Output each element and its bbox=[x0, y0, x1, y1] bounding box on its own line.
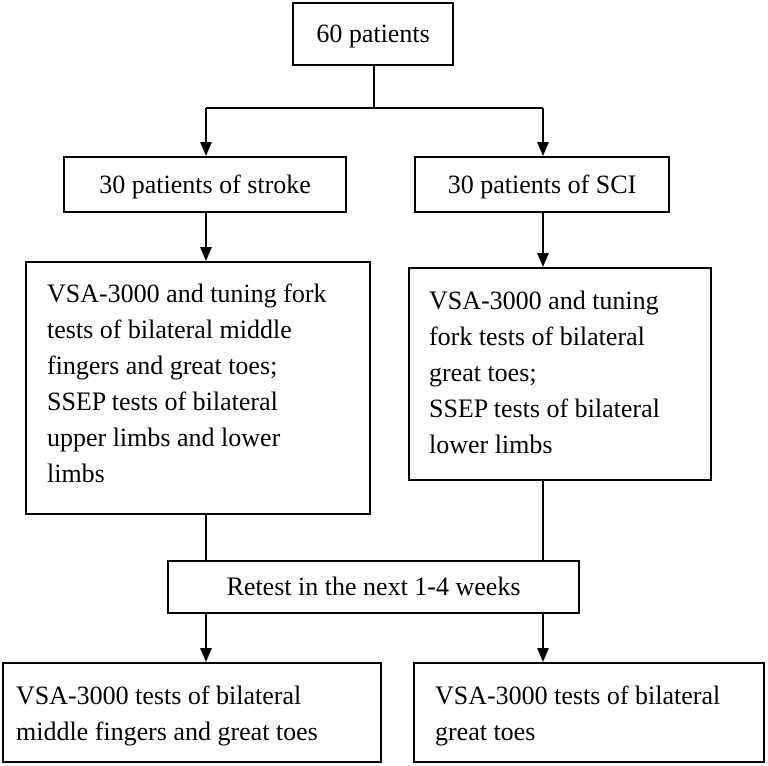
stroke-tests-line: SSEP tests of bilateral bbox=[47, 387, 278, 416]
box-stroke-group: 30 patients of stroke bbox=[63, 156, 347, 213]
box-sci-tests: VSA-3000 and tuning fork tests of bilate… bbox=[408, 267, 712, 481]
box-sci-group-label: 30 patients of SCI bbox=[447, 169, 637, 199]
box-total-patients: 60 patients bbox=[292, 2, 454, 66]
box-sci-final: VSA-3000 tests of bilateral great toes bbox=[413, 662, 765, 763]
stroke-tests-line: fingers and great toes; bbox=[47, 351, 278, 380]
sci-tests-line: SSEP tests of bilateral bbox=[429, 394, 660, 423]
arrowhead-right-group bbox=[537, 142, 549, 156]
stroke-tests-line: limbs bbox=[47, 459, 105, 488]
stroke-final-line: middle fingers and great toes bbox=[16, 717, 318, 746]
sci-tests-line: great toes; bbox=[429, 358, 537, 387]
stroke-final-line: VSA-3000 tests of bilateral bbox=[16, 681, 302, 710]
arrowhead-right-final bbox=[537, 648, 549, 662]
stroke-tests-line: VSA-3000 and tuning fork bbox=[47, 279, 327, 308]
sci-tests-line: VSA-3000 and tuning bbox=[429, 286, 659, 315]
box-stroke-tests: VSA-3000 and tuning fork tests of bilate… bbox=[25, 261, 371, 515]
box-stroke-final: VSA-3000 tests of bilateral middle finge… bbox=[2, 662, 382, 763]
sci-tests-line: fork tests of bilateral bbox=[429, 322, 645, 351]
stroke-tests-line: upper limbs and lower bbox=[47, 423, 281, 452]
arrowhead-left-final bbox=[200, 648, 212, 662]
box-retest: Retest in the next 1-4 weeks bbox=[167, 560, 580, 614]
box-total-patients-label: 60 patients bbox=[316, 19, 430, 48]
sci-tests-line: lower limbs bbox=[429, 430, 553, 459]
stroke-tests-line: tests of bilateral middle bbox=[47, 315, 292, 344]
box-sci-group: 30 patients of SCI bbox=[414, 156, 670, 213]
box-stroke-group-label: 30 patients of stroke bbox=[99, 169, 311, 199]
sci-final-line: VSA-3000 tests of bilateral bbox=[435, 681, 721, 710]
arrowhead-left-tests bbox=[200, 247, 212, 261]
arrowhead-right-tests bbox=[537, 253, 549, 267]
sci-final-line: great toes bbox=[435, 717, 536, 746]
box-retest-label: Retest in the next 1-4 weeks bbox=[226, 572, 521, 601]
arrowhead-left-group bbox=[200, 142, 212, 156]
